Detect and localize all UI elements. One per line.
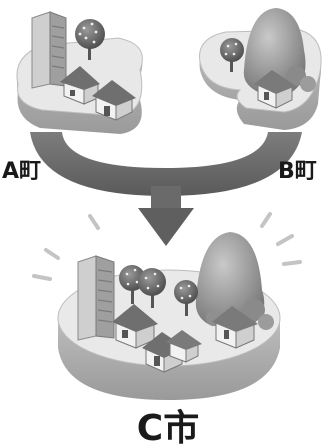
town-b-island <box>200 8 322 130</box>
office-tower <box>78 256 114 340</box>
town-b-label: B町 <box>278 159 317 184</box>
office-tower <box>32 12 66 88</box>
town-a-label: A町 <box>2 159 41 184</box>
town-a-island <box>17 12 142 134</box>
city-c-label: C市 <box>137 408 199 448</box>
merge-arrow <box>30 132 302 246</box>
city-c-island <box>58 232 280 400</box>
